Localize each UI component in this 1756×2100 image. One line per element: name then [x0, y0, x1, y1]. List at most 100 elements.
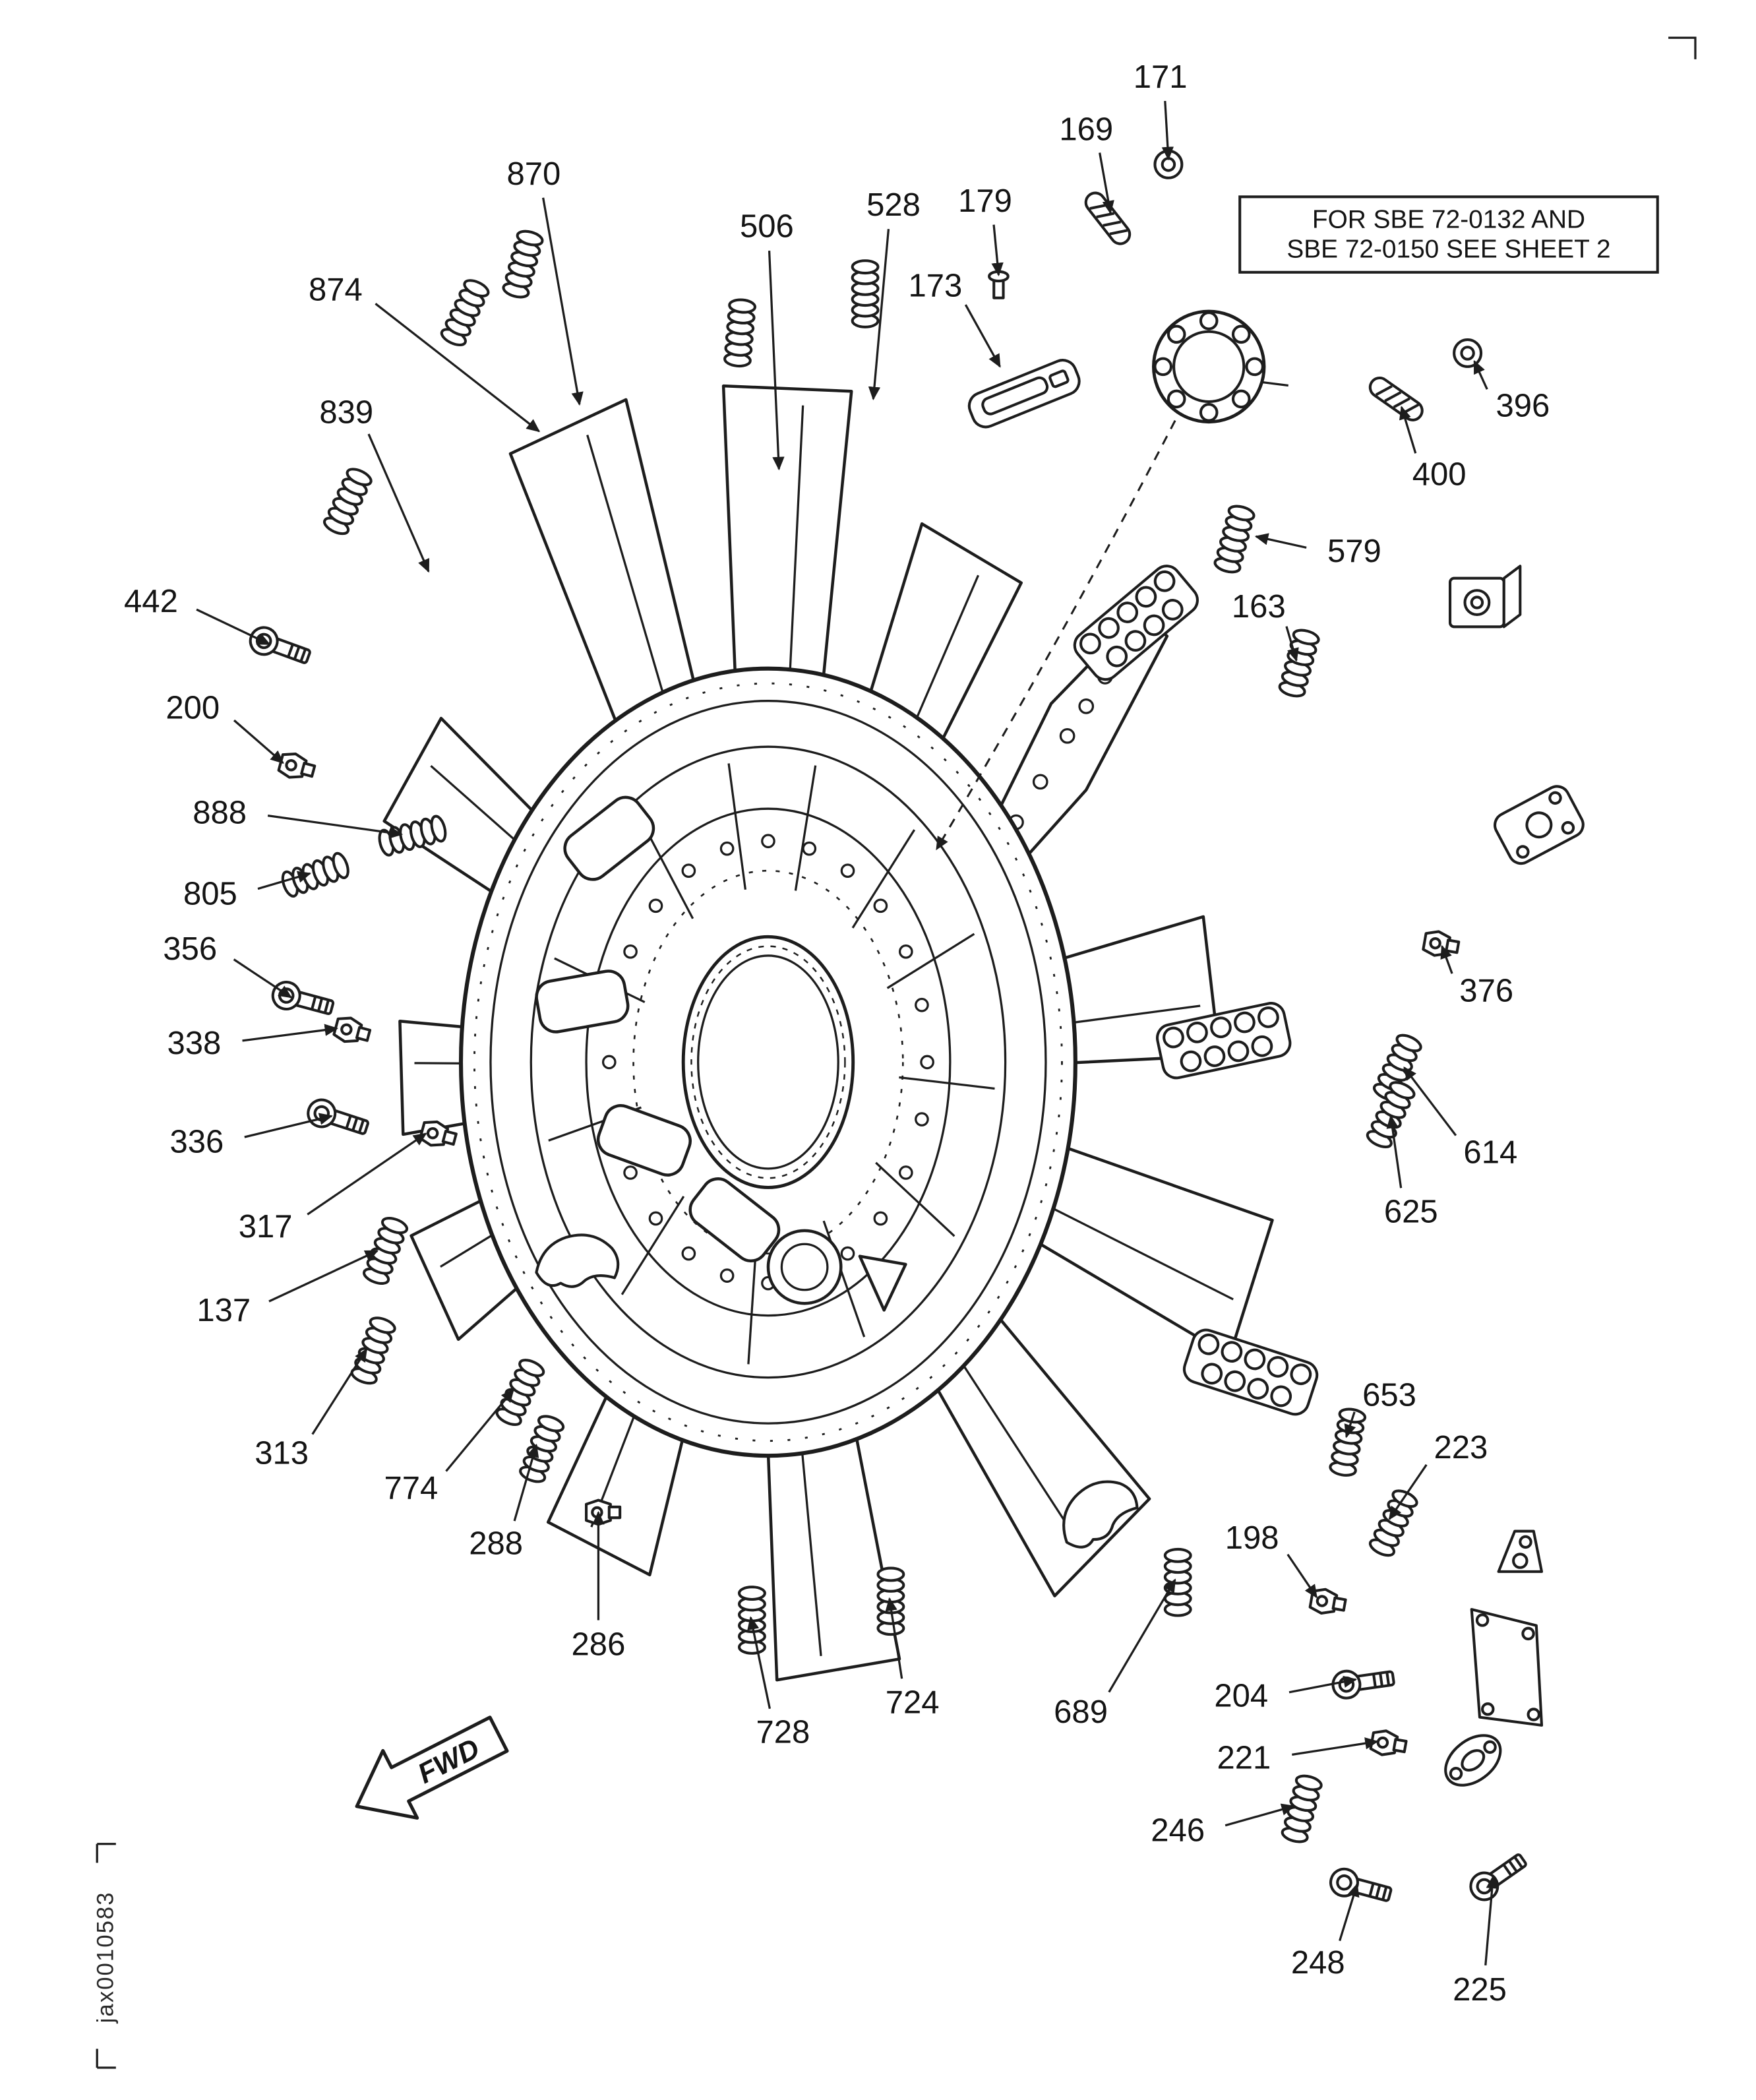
leader-line [311, 1347, 368, 1435]
callout-169: 169 [1059, 112, 1114, 214]
disk-spoke [794, 765, 817, 891]
leader-line [542, 197, 584, 406]
leader-line [964, 304, 1001, 368]
spring-774 [495, 1357, 546, 1428]
leader-line [1399, 406, 1417, 454]
bolt-hole [840, 1246, 855, 1261]
callout-288: 288 [469, 1443, 539, 1561]
leader-line [375, 303, 541, 433]
bolt-hole [840, 863, 855, 879]
part-number-label: 286 [572, 1627, 626, 1663]
callout-179: 179 [958, 183, 1012, 276]
leader-line [868, 229, 890, 400]
part-number-label: 223 [1434, 1430, 1488, 1466]
part-number-label: 288 [469, 1526, 523, 1561]
callout-200: 200 [166, 690, 284, 764]
leader-line [1344, 1411, 1356, 1438]
disk-slot [535, 970, 630, 1034]
leader-line [1161, 100, 1174, 161]
spring-839 [322, 466, 373, 537]
disk-spoke [886, 933, 975, 989]
spring-313 [350, 1315, 397, 1386]
bolt-hole [601, 1055, 617, 1070]
stud-400 [1366, 374, 1426, 423]
spring-874 [439, 277, 491, 348]
leader-line [367, 433, 430, 573]
callout-396: 396 [1473, 359, 1550, 423]
leader-line [1339, 1883, 1360, 1942]
part-number-label: 137 [197, 1293, 251, 1328]
leader-line [233, 719, 284, 764]
part-number-label: 179 [958, 183, 1012, 219]
callout-506: 506 [740, 209, 794, 471]
callout-774: 774 [384, 1388, 514, 1506]
bolt-hole [898, 1165, 913, 1180]
leader-line [1099, 152, 1114, 214]
callout-874: 874 [309, 272, 541, 433]
part-number-label: 874 [309, 272, 363, 308]
leader-line [1287, 1553, 1318, 1599]
bolt-336 [305, 1096, 371, 1140]
leader-line [1484, 1874, 1499, 1965]
plug-376 [1422, 929, 1460, 959]
callout-442: 442 [124, 584, 271, 646]
callout-313: 313 [255, 1347, 368, 1471]
leader-line [513, 1443, 539, 1522]
spring-579 [1213, 504, 1256, 574]
part-number-label: 839 [319, 395, 373, 431]
callout-171: 171 [1134, 59, 1188, 161]
part-number-label: 356 [163, 931, 217, 967]
leader-line [257, 871, 312, 890]
callout-286: 286 [572, 1510, 626, 1663]
bolt-hole [623, 1165, 638, 1180]
nut-396 [1454, 340, 1481, 367]
part-number-label: 400 [1412, 457, 1467, 493]
part-number-label: 173 [908, 268, 962, 304]
spring-805 [280, 851, 351, 898]
ringseal-ring-seal [1153, 311, 1264, 422]
corner-mark [1668, 36, 1697, 59]
disk-spoke [899, 1076, 995, 1090]
part-number-label: 198 [1225, 1520, 1279, 1556]
spring-689 [1165, 1549, 1191, 1616]
flangeA-mount-pad [1450, 566, 1520, 627]
leader-line [196, 608, 271, 646]
leader-line [445, 1388, 514, 1472]
part-number-label: 376 [1459, 973, 1513, 1008]
pin-179 [989, 272, 1008, 298]
part-number-label: 728 [756, 1714, 810, 1750]
part-number-label: 870 [506, 156, 560, 192]
part-number-label: 724 [886, 1684, 940, 1720]
part-number-label: 169 [1059, 112, 1113, 148]
part-number-label: 396 [1496, 388, 1550, 423]
bracketA-bracket [1499, 1531, 1542, 1572]
figure-id: jax0010583 [94, 1843, 119, 2069]
part-number-label: 805 [183, 876, 237, 911]
plug-200 [278, 751, 317, 783]
part-number-label: 225 [1453, 1972, 1507, 2008]
part-number-label: 204 [1214, 1678, 1268, 1714]
bolt-hole [681, 1246, 696, 1261]
leader-line [747, 1616, 771, 1710]
leader-line [1473, 359, 1488, 390]
callout-246: 246 [1151, 1803, 1295, 1849]
leader-line [267, 814, 404, 839]
disk-cutout [858, 1254, 907, 1312]
part-number-label: 528 [866, 187, 921, 223]
part-number-label: 313 [255, 1435, 309, 1471]
plug-221 [1370, 1729, 1408, 1758]
note-line-1: FOR SBE 72-0132 AND [1312, 205, 1585, 233]
bolt-hole [761, 834, 775, 849]
callout-137: 137 [197, 1250, 379, 1328]
leader-line [1108, 1578, 1176, 1693]
bolt-hole-circle [601, 834, 934, 1291]
leader-line [1403, 1066, 1457, 1136]
plate-173 [965, 356, 1083, 431]
callout-724: 724 [885, 1597, 940, 1720]
bolt-hole [915, 997, 929, 1012]
leader-line [244, 1113, 333, 1138]
leader-line [268, 1250, 379, 1303]
callout-338: 338 [167, 1024, 339, 1061]
part-number-label: 171 [1134, 59, 1188, 95]
